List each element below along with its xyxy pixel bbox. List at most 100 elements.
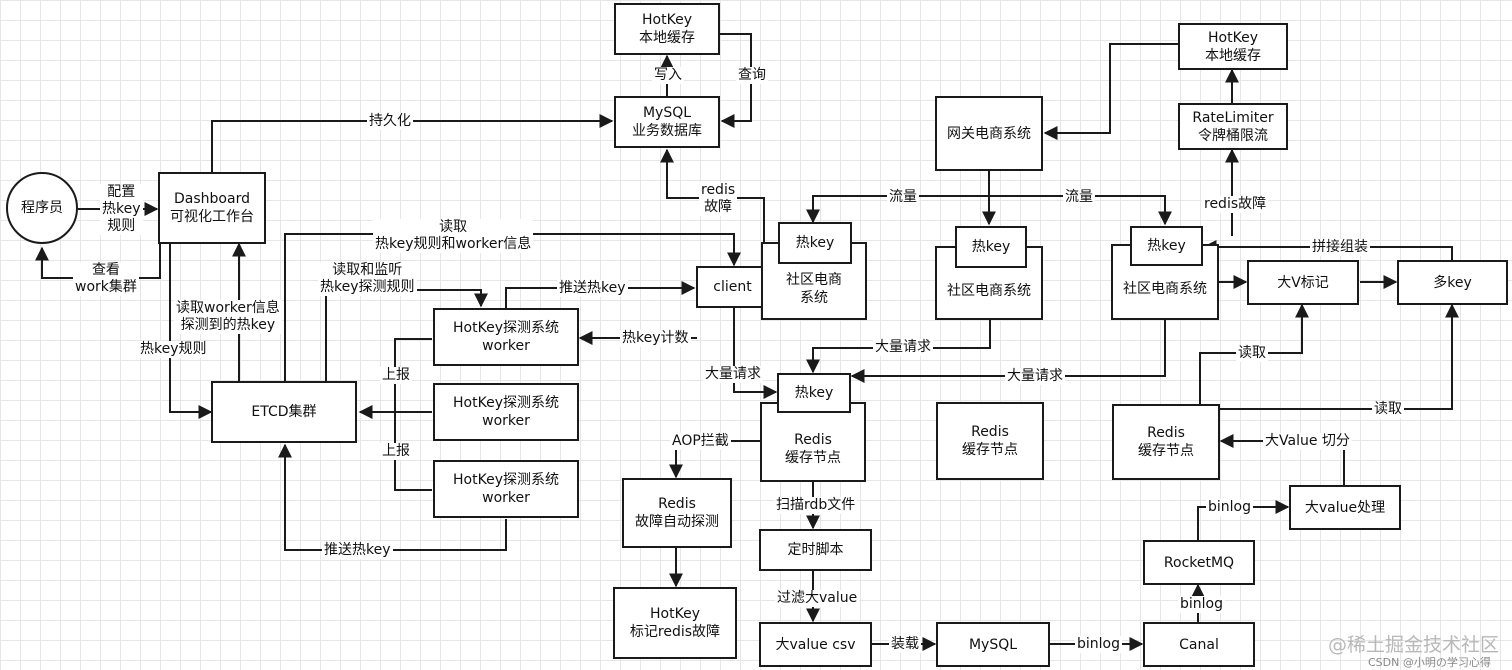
community1-subtitle: 系统 xyxy=(800,290,828,306)
hotkey-cache-top-subtitle: 本地缓存 xyxy=(639,30,695,46)
hotkey-mark-title: HotKey xyxy=(650,606,700,622)
client-label: client xyxy=(713,279,752,295)
hotkey-mark-subtitle: 标记redis故障 xyxy=(629,624,721,640)
edge-persist xyxy=(211,114,614,172)
edge-read2 xyxy=(1220,303,1459,410)
cron-script-label: 定时脚本 xyxy=(787,542,844,558)
edge-massive-req1 xyxy=(733,308,778,399)
mysql-business-title: MySQL xyxy=(642,105,692,121)
label-splice: 拼接组装 xyxy=(1310,239,1370,256)
mysql-business-subtitle: 业务数据库 xyxy=(632,123,702,139)
hotkey-cache-top-title: HotKey xyxy=(642,12,692,28)
cron-script-node: 定时脚本 xyxy=(759,529,872,571)
edge-cache-gateway xyxy=(1043,43,1178,140)
label-query: 查询 xyxy=(736,67,768,84)
hotkey-c3-node: 热key xyxy=(1130,226,1203,266)
rocketmq-label: RocketMQ xyxy=(1163,554,1235,571)
redis-mid-node: Redis 缓存节点 xyxy=(936,402,1044,480)
bigvalue-csv-label: 大value csv xyxy=(775,636,856,653)
dashboard-title: Dashboard xyxy=(174,191,250,207)
edge-push-hotkey-bottom xyxy=(278,443,507,551)
label-filter: 过滤大value xyxy=(775,590,860,607)
label-scan-rdb: 扫描rdb文件 xyxy=(774,497,858,514)
label-load: 装载 xyxy=(889,636,921,653)
gateway-label: 网关电商系统 xyxy=(947,125,1031,142)
watermark-sub: CSDN @小明の学习心得 xyxy=(1368,656,1491,669)
label-read-worker: 读取worker信息探测到的热key xyxy=(174,300,282,334)
label-hotkey-count: 热key计数 xyxy=(620,330,691,347)
edge-traffic2 xyxy=(989,195,1172,226)
multikey-node: 多key xyxy=(1397,260,1508,305)
hotkey-cache-top-node: HotKey 本地缓存 xyxy=(614,3,720,55)
etcd-label: ETCD集群 xyxy=(251,404,317,420)
hotkey-c1-label: 热key xyxy=(795,235,835,251)
hotkey-c1-node: 热key xyxy=(778,222,852,264)
mysql-business-node: MySQL 业务数据库 xyxy=(614,96,720,148)
label-hotkey-rules: 热key规则 xyxy=(138,341,209,358)
label-persist: 持久化 xyxy=(367,113,413,130)
worker1-title: HotKey探测系统 xyxy=(453,320,559,336)
worker1-subtitle: worker xyxy=(482,338,530,354)
dashboard-subtitle: 可视化工作台 xyxy=(170,209,254,225)
community2-label: 社区电商系统 xyxy=(947,283,1031,299)
label-write: 写入 xyxy=(652,67,684,84)
label-traffic1: 流量 xyxy=(887,189,919,206)
label-redis-fault2: redis故障 xyxy=(1202,196,1269,213)
edge-splice xyxy=(1202,240,1453,260)
bigvalue-proc-node: 大value处理 xyxy=(1289,485,1401,530)
hotkey-redis-label: 热key xyxy=(794,385,834,401)
worker3-title: HotKey探测系统 xyxy=(453,472,559,488)
redis-mid-title: Redis xyxy=(971,424,1009,440)
ratelimiter-title: RateLimiter xyxy=(1192,109,1274,126)
label-report1: 上报 xyxy=(380,367,412,384)
programmer-label: 程序员 xyxy=(21,200,63,216)
hotkey-c2-label: 热key xyxy=(971,239,1011,255)
community3-label: 社区电商系统 xyxy=(1123,281,1207,297)
etcd-node: ETCD集群 xyxy=(211,381,357,443)
redis-right-node: Redis 缓存节点 xyxy=(1112,404,1220,480)
client-node: client xyxy=(696,266,769,308)
edge-binlog1 xyxy=(1197,500,1290,540)
label-report2: 上报 xyxy=(380,443,412,460)
label-massive-req1: 大量请求 xyxy=(703,366,763,383)
hotkey-cache-right-subtitle: 本地缓存 xyxy=(1205,47,1261,64)
edge-traffic1 xyxy=(806,195,989,224)
redis-detect-node: Redis 故障自动探测 xyxy=(622,478,732,548)
label-aop: AOP拦截 xyxy=(670,433,731,450)
mysql-bottom-label: MySQL xyxy=(968,636,1018,653)
label-read1: 读取 xyxy=(1236,345,1268,362)
edge-push-hotkey xyxy=(505,281,696,308)
worker2-subtitle: worker xyxy=(482,413,530,429)
hotkey-c3-label: 热key xyxy=(1147,238,1186,254)
bigvalue-proc-label: 大value处理 xyxy=(1304,499,1386,516)
label-massive-req3: 大量请求 xyxy=(1005,368,1065,385)
worker2-title: HotKey探测系统 xyxy=(453,395,559,411)
redis-detect-title: Redis xyxy=(658,496,696,512)
hotkey-c2-node: 热key xyxy=(955,226,1027,268)
label-read2: 读取 xyxy=(1372,401,1404,418)
bigvalue-csv-node: 大value csv xyxy=(759,622,872,667)
community1-title: 社区电商 xyxy=(786,272,842,288)
gateway-node: 网关电商系统 xyxy=(935,96,1043,171)
hotkey-redis-node: 热key xyxy=(777,373,851,413)
label-read-rules: 读取热key规则和worker信息 xyxy=(373,219,534,253)
label-binlog2: binlog xyxy=(1178,596,1225,613)
worker3-subtitle: worker xyxy=(482,490,530,506)
edge-report3 xyxy=(394,412,432,491)
watermark-main: @稀土掘金技术社区 xyxy=(1328,634,1500,656)
redis-right-title: Redis xyxy=(1147,425,1185,441)
mysql-bottom-node: MySQL xyxy=(936,622,1050,667)
edge-massive-req3 xyxy=(850,320,1166,383)
ratelimiter-subtitle: 令牌桶限流 xyxy=(1198,127,1268,144)
redis-right-subtitle: 缓存节点 xyxy=(1138,443,1194,459)
worker2-node: HotKey探测系统 worker xyxy=(433,383,579,441)
bigv-node: 大V标记 xyxy=(1247,260,1359,305)
label-traffic2: 流量 xyxy=(1063,189,1095,206)
multikey-label: 多key xyxy=(1433,274,1472,291)
rocketmq-node: RocketMQ xyxy=(1143,540,1255,585)
